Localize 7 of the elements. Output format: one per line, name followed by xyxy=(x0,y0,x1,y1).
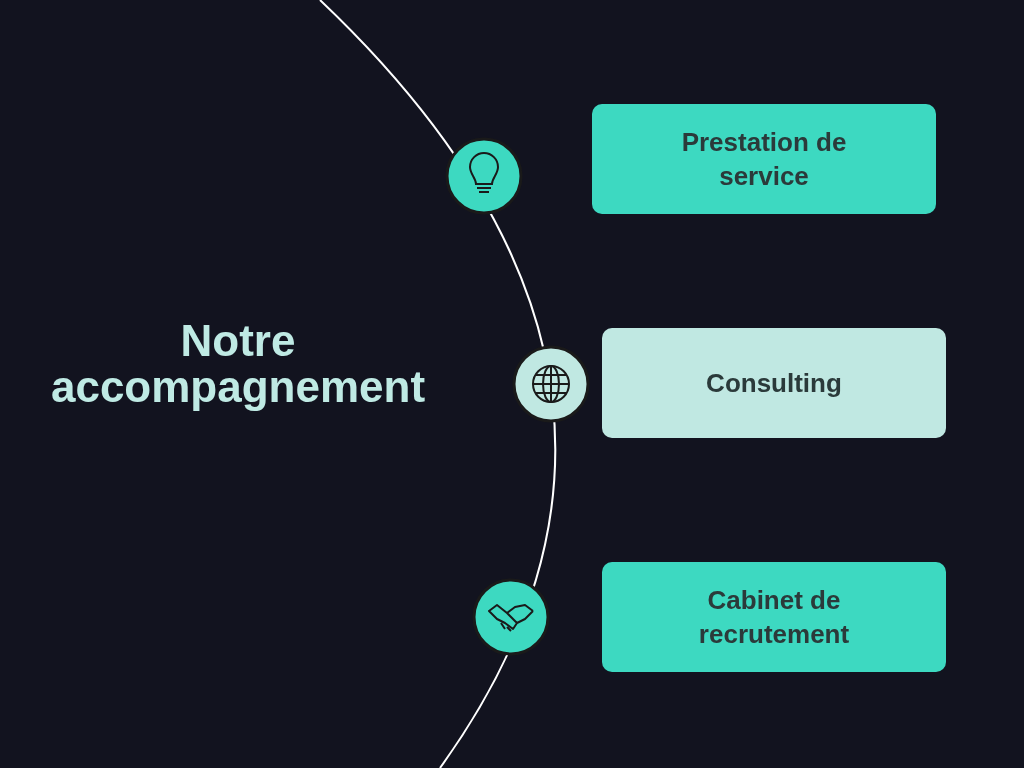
card-label: Consulting xyxy=(706,367,842,400)
service-card xyxy=(602,328,946,438)
card-label: Prestation de service xyxy=(680,126,848,193)
service-card xyxy=(592,104,936,214)
heading: Notre accompagnement xyxy=(49,318,427,410)
service-card xyxy=(602,562,946,672)
card-label: Cabinet de recrutement xyxy=(697,584,851,651)
